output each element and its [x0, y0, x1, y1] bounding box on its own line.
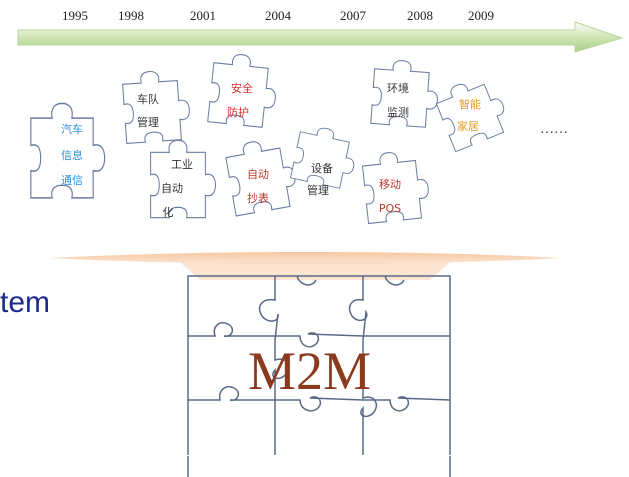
m2m-label: M2M [248, 340, 371, 402]
piece-label: 汽车 [61, 122, 83, 136]
piece-label: 设备 [311, 161, 333, 175]
year-label: 2008 [407, 8, 433, 23]
piece-label: 工业 [171, 158, 193, 171]
piece-label: 移动 [379, 178, 401, 191]
puzzle-piece-fleet-management [122, 69, 192, 144]
piece-label: 车队 [137, 92, 159, 106]
piece-label: 管理 [307, 183, 329, 197]
piece-label: 安全 [231, 81, 253, 95]
timeline-years: 1995 1998 2001 2004 2007 2008 2009 [62, 8, 494, 23]
piece-label: 信息 [61, 148, 83, 162]
piece-label: 管理 [137, 115, 159, 129]
year-label: 1995 [62, 8, 88, 23]
piece-label: POS [379, 202, 401, 215]
piece-label: 自动 [247, 168, 269, 181]
piece-label: 自动 [161, 182, 183, 195]
piece-label: 监测 [387, 106, 409, 119]
year-label: 2004 [265, 8, 292, 23]
truncated-slide-text: tem [0, 286, 50, 320]
year-label: 2007 [340, 8, 367, 23]
puzzle-piece-smart-home [433, 72, 513, 152]
year-label: 2009 [468, 8, 494, 23]
piece-label: 防护 [227, 105, 249, 119]
piece-label: 智能 [459, 97, 481, 111]
bottom-edge [186, 455, 454, 477]
piece-label: 家居 [457, 119, 479, 133]
more-indicator: …… [540, 122, 568, 138]
puzzle-pieces [31, 52, 513, 224]
year-label: 2001 [190, 8, 216, 23]
piece-label: 环境 [387, 81, 409, 95]
timeline-arrow [18, 22, 622, 52]
piece-label: 化 [163, 205, 174, 219]
piece-label: 通信 [61, 174, 83, 187]
year-label: 1998 [118, 8, 144, 23]
puzzle-piece-device-management [291, 123, 361, 190]
piece-label: 抄表 [247, 191, 269, 205]
puzzle-piece-industrial-automation [151, 140, 216, 217]
